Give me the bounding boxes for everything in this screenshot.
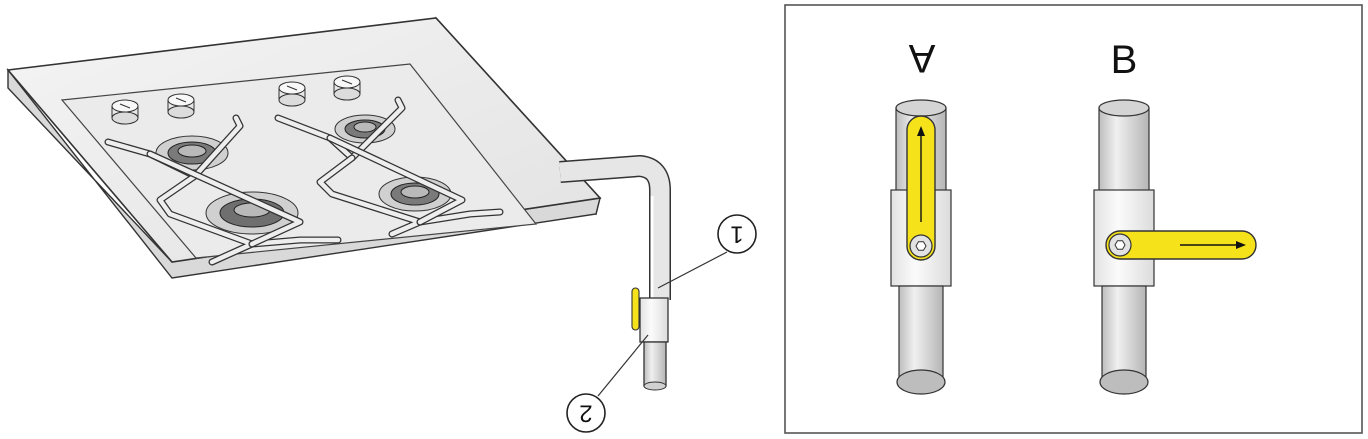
- callout-1-label: 1: [730, 221, 743, 248]
- knob-icon: [278, 81, 306, 107]
- valve-view-a: A: [890, 36, 952, 395]
- pan-supports: [104, 96, 504, 266]
- knob-icon: [333, 75, 361, 101]
- knob-icon: [111, 99, 139, 125]
- knob-icon: [167, 93, 195, 119]
- hob-knobs: [111, 75, 361, 125]
- gas-hob-illustration: [6, 16, 602, 279]
- callout-2-label: 2: [579, 400, 592, 427]
- arrow-icon: [917, 126, 925, 222]
- callout-2: 2: [566, 334, 649, 433]
- burner-icon: [205, 191, 299, 235]
- view-b-label: B: [1111, 38, 1138, 82]
- valve-view-b: B: [1093, 38, 1257, 395]
- arrow-icon: [1180, 241, 1246, 249]
- valve-handle-icon: [631, 287, 640, 331]
- burner-icon: [334, 114, 396, 144]
- view-a-label: A: [908, 36, 935, 80]
- hob-burners: [155, 114, 452, 235]
- gas-pipe-icon: [559, 155, 671, 391]
- callout-1: 1: [657, 214, 757, 289]
- burner-icon: [378, 176, 452, 212]
- detail-panel: [784, 4, 1363, 434]
